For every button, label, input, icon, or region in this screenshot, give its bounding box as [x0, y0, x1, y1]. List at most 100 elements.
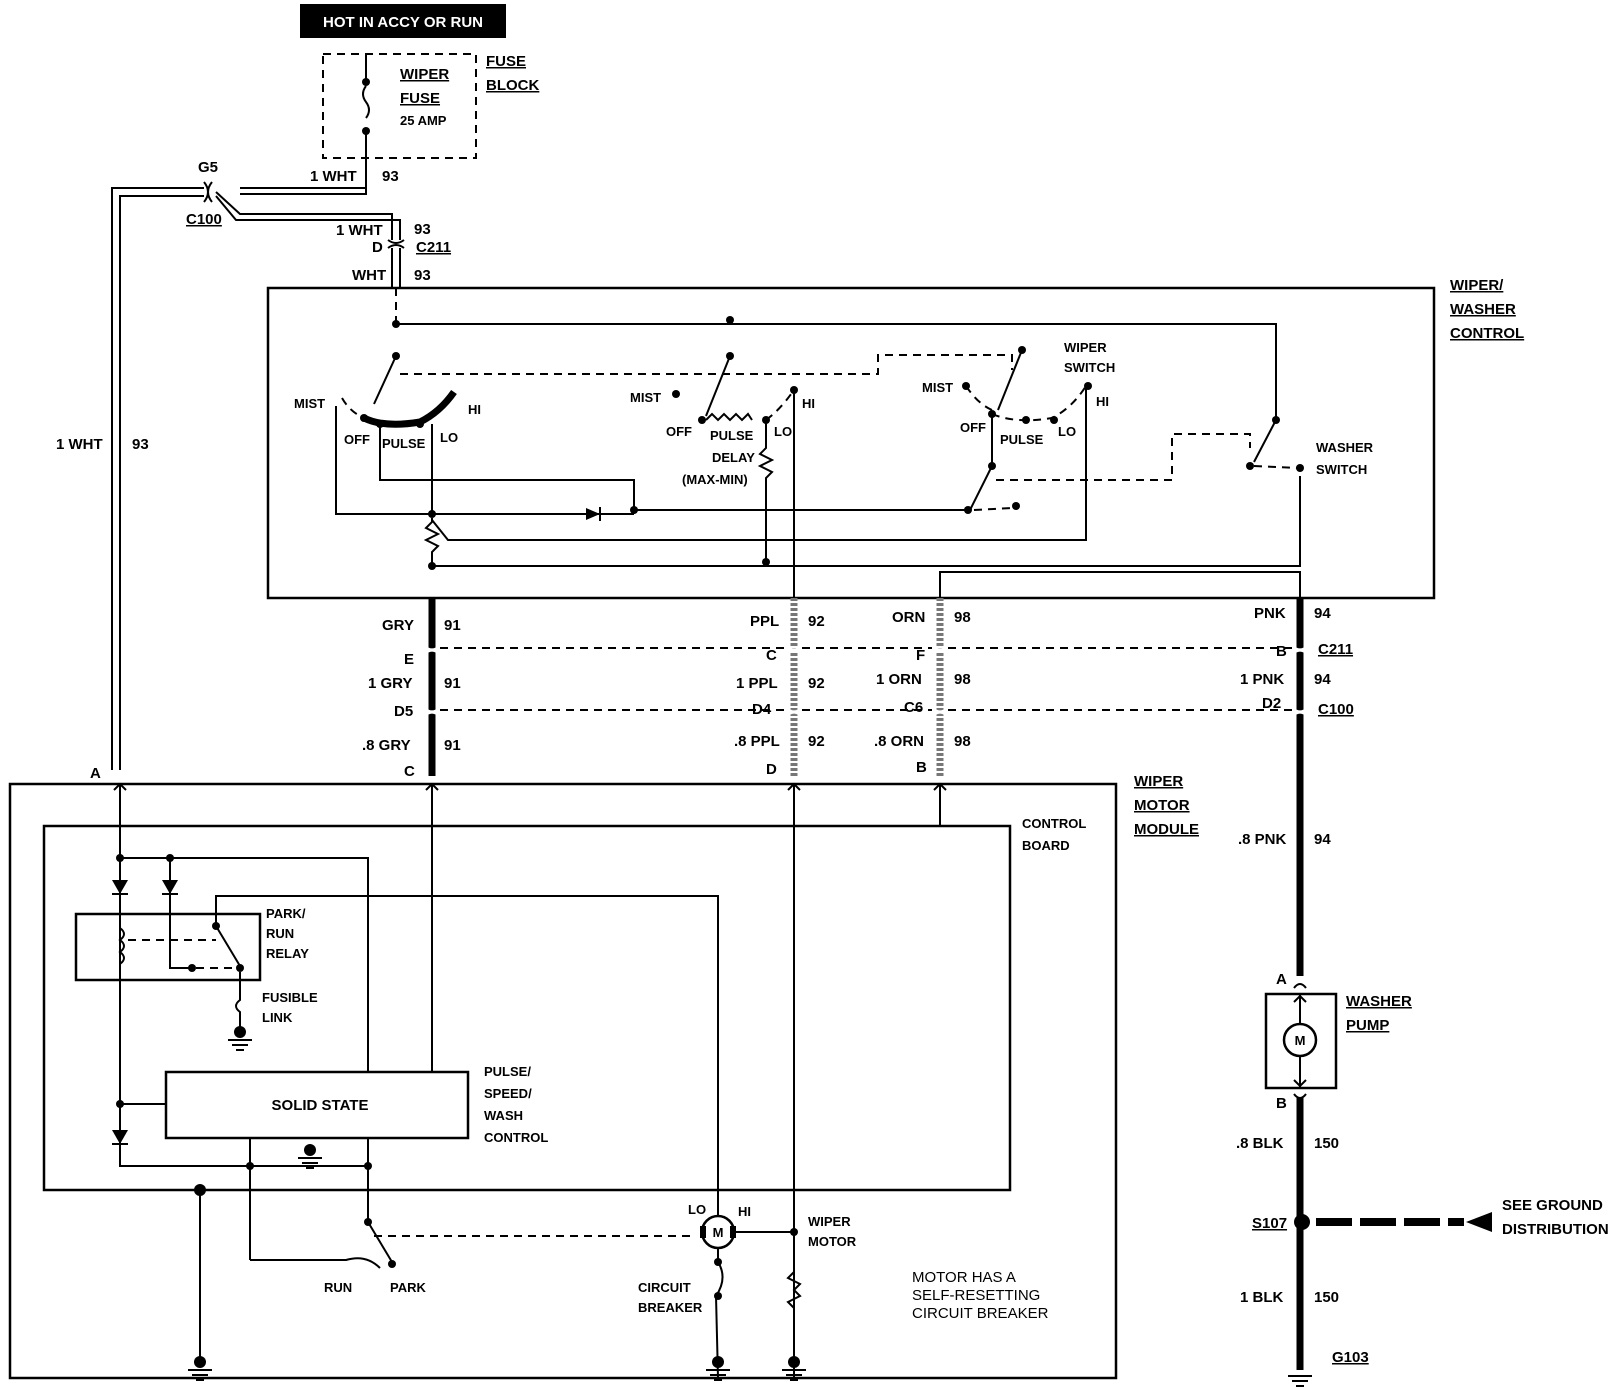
pnk-color-1: PNK: [1254, 605, 1286, 622]
ppl-circuit-3: 92: [808, 733, 825, 750]
fusible-link-label-1: FUSIBLE: [262, 990, 318, 1005]
c211-pin-d: D: [372, 239, 383, 256]
ground-left: [188, 1369, 212, 1381]
gry-color-2: 1 GRY: [368, 675, 412, 692]
breaker-label-2: BREAKER: [638, 1300, 703, 1315]
orn-pin-2: C6: [904, 699, 923, 716]
module-title-1: WIPER: [1134, 773, 1183, 790]
c100-label-top: C100: [186, 211, 222, 228]
ppl-pin-1: C: [766, 647, 777, 664]
motor-hi-label: HI: [738, 1204, 751, 1219]
fusible-link-label-2: LINK: [262, 1010, 293, 1025]
g103-label: G103: [1332, 1349, 1369, 1366]
washer-switch-label-2: SWITCH: [1316, 462, 1367, 477]
s107-label: S107: [1252, 1215, 1287, 1232]
fuse-block-outline: [322, 53, 477, 159]
sw2-off: OFF: [666, 424, 692, 439]
c100-connector-row: [422, 706, 1310, 718]
wiper-fuse-symbol: [362, 85, 370, 119]
feed-wire-3-color: WHT: [352, 267, 386, 284]
blk-circuit-1: 150: [1314, 1135, 1339, 1152]
feed-wire-3-circuit: 93: [414, 267, 431, 284]
c211-label-right: C211: [1318, 641, 1353, 658]
c100-label-right: C100: [1318, 701, 1354, 718]
ground-motor-2: [782, 1369, 806, 1381]
washer-pump-title-2: PUMP: [1346, 1017, 1389, 1034]
wiper-fuse-label-2: FUSE: [400, 90, 440, 107]
park-run-relay-box: [74, 912, 262, 982]
sw1-lo: LO: [440, 430, 458, 445]
control-diode: [586, 508, 600, 520]
ground-motor: [706, 1369, 730, 1381]
control-board-box: [42, 824, 1012, 1192]
pump-pin-a: A: [1276, 971, 1287, 988]
feed-wire-4-color: 1 WHT: [56, 436, 103, 453]
power-header-label: HOT IN ACCY OR RUN: [323, 14, 483, 31]
ground-g103: [1288, 1375, 1312, 1387]
gry-color-1: GRY: [382, 617, 414, 634]
ppl-color-2: 1 PPL: [736, 675, 778, 692]
motor-lo-label: LO: [688, 1202, 706, 1217]
ppl-terminal: D: [766, 761, 777, 778]
c211-connector-row: [422, 644, 1310, 656]
g5-label: G5: [198, 159, 218, 176]
orn-circuit-3: 98: [954, 733, 971, 750]
c211-label-top: C211: [416, 239, 451, 256]
sw3-lo: LO: [1058, 424, 1076, 439]
run-label: RUN: [324, 1280, 352, 1295]
breaker-label-1: CIRCUIT: [638, 1280, 691, 1295]
pnk-circuit-1: 94: [1314, 605, 1331, 622]
blk-color-1: .8 BLK: [1236, 1135, 1284, 1152]
orn-circuit-1: 98: [954, 609, 971, 626]
pulse-label-2: SPEED/: [484, 1086, 532, 1101]
sw2-lo: LO: [774, 424, 792, 439]
ppl-color-3: .8 PPL: [734, 733, 780, 750]
sw2-hi: HI: [802, 396, 815, 411]
gry-pin-e: E: [404, 651, 414, 668]
sw2-maxmin: (MAX-MIN): [682, 472, 748, 487]
sw3-hi: HI: [1096, 394, 1109, 409]
sw3-off: OFF: [960, 420, 986, 435]
power-header-box: [300, 4, 506, 38]
blk-circuit-2: 150: [1314, 1289, 1339, 1306]
solid-state-label: SOLID STATE: [272, 1097, 369, 1114]
washer-switch-label-1: WASHER: [1316, 440, 1374, 455]
gry-circuit-3: 91: [444, 737, 461, 754]
pnk-pin-1: B: [1276, 643, 1287, 660]
see-ground-2: DISTRIBUTION: [1502, 1221, 1609, 1238]
ppl-circuit-1: 92: [808, 613, 825, 630]
pump-m-label: M: [1295, 1033, 1306, 1048]
orn-color-2: 1 ORN: [876, 671, 922, 688]
ppl-pin-2: D4: [752, 701, 772, 718]
fusible-link: [235, 972, 241, 1028]
sw2-delay: DELAY: [712, 450, 755, 465]
feed-wire-4-circuit: 93: [132, 436, 149, 453]
feed-wire-2-circuit: 93: [414, 221, 431, 238]
pulse-label-3: WASH: [484, 1108, 523, 1123]
control-board-label-2: BOARD: [1022, 838, 1070, 853]
ppl-color-1: PPL: [750, 613, 779, 630]
sw3-title-1: WIPER: [1064, 340, 1107, 355]
sw3-mist: MIST: [922, 380, 953, 395]
sw3-pulse: PULSE: [1000, 432, 1044, 447]
washer-pump-motor-symbol: [1282, 1022, 1318, 1058]
pulse-label-4: CONTROL: [484, 1130, 548, 1145]
feed-wire-2-color: 1 WHT: [336, 222, 383, 239]
control-title-1: WIPER/: [1450, 277, 1504, 294]
ppl-circuit-2: 92: [808, 675, 825, 692]
relay-label-1: PARK/: [266, 906, 306, 921]
note-line-1: MOTOR HAS A: [912, 1269, 1016, 1286]
feed-wire-to-module: [111, 187, 204, 770]
gry-pin-d5: D5: [394, 703, 413, 720]
wiper-washer-control-box: [266, 286, 1436, 600]
pulse-label-1: PULSE/: [484, 1064, 531, 1079]
pnk-circuit-3: 94: [1314, 831, 1331, 848]
wiper-fuse-label-1: WIPER: [400, 66, 449, 83]
control-title-3: CONTROL: [1450, 325, 1524, 342]
gry-circuit-1: 91: [444, 617, 461, 634]
orn-color-1: ORN: [892, 609, 925, 626]
module-terminal-a: A: [90, 765, 101, 782]
splice-s107: [1294, 1214, 1310, 1230]
blk-color-2: 1 BLK: [1240, 1289, 1284, 1306]
